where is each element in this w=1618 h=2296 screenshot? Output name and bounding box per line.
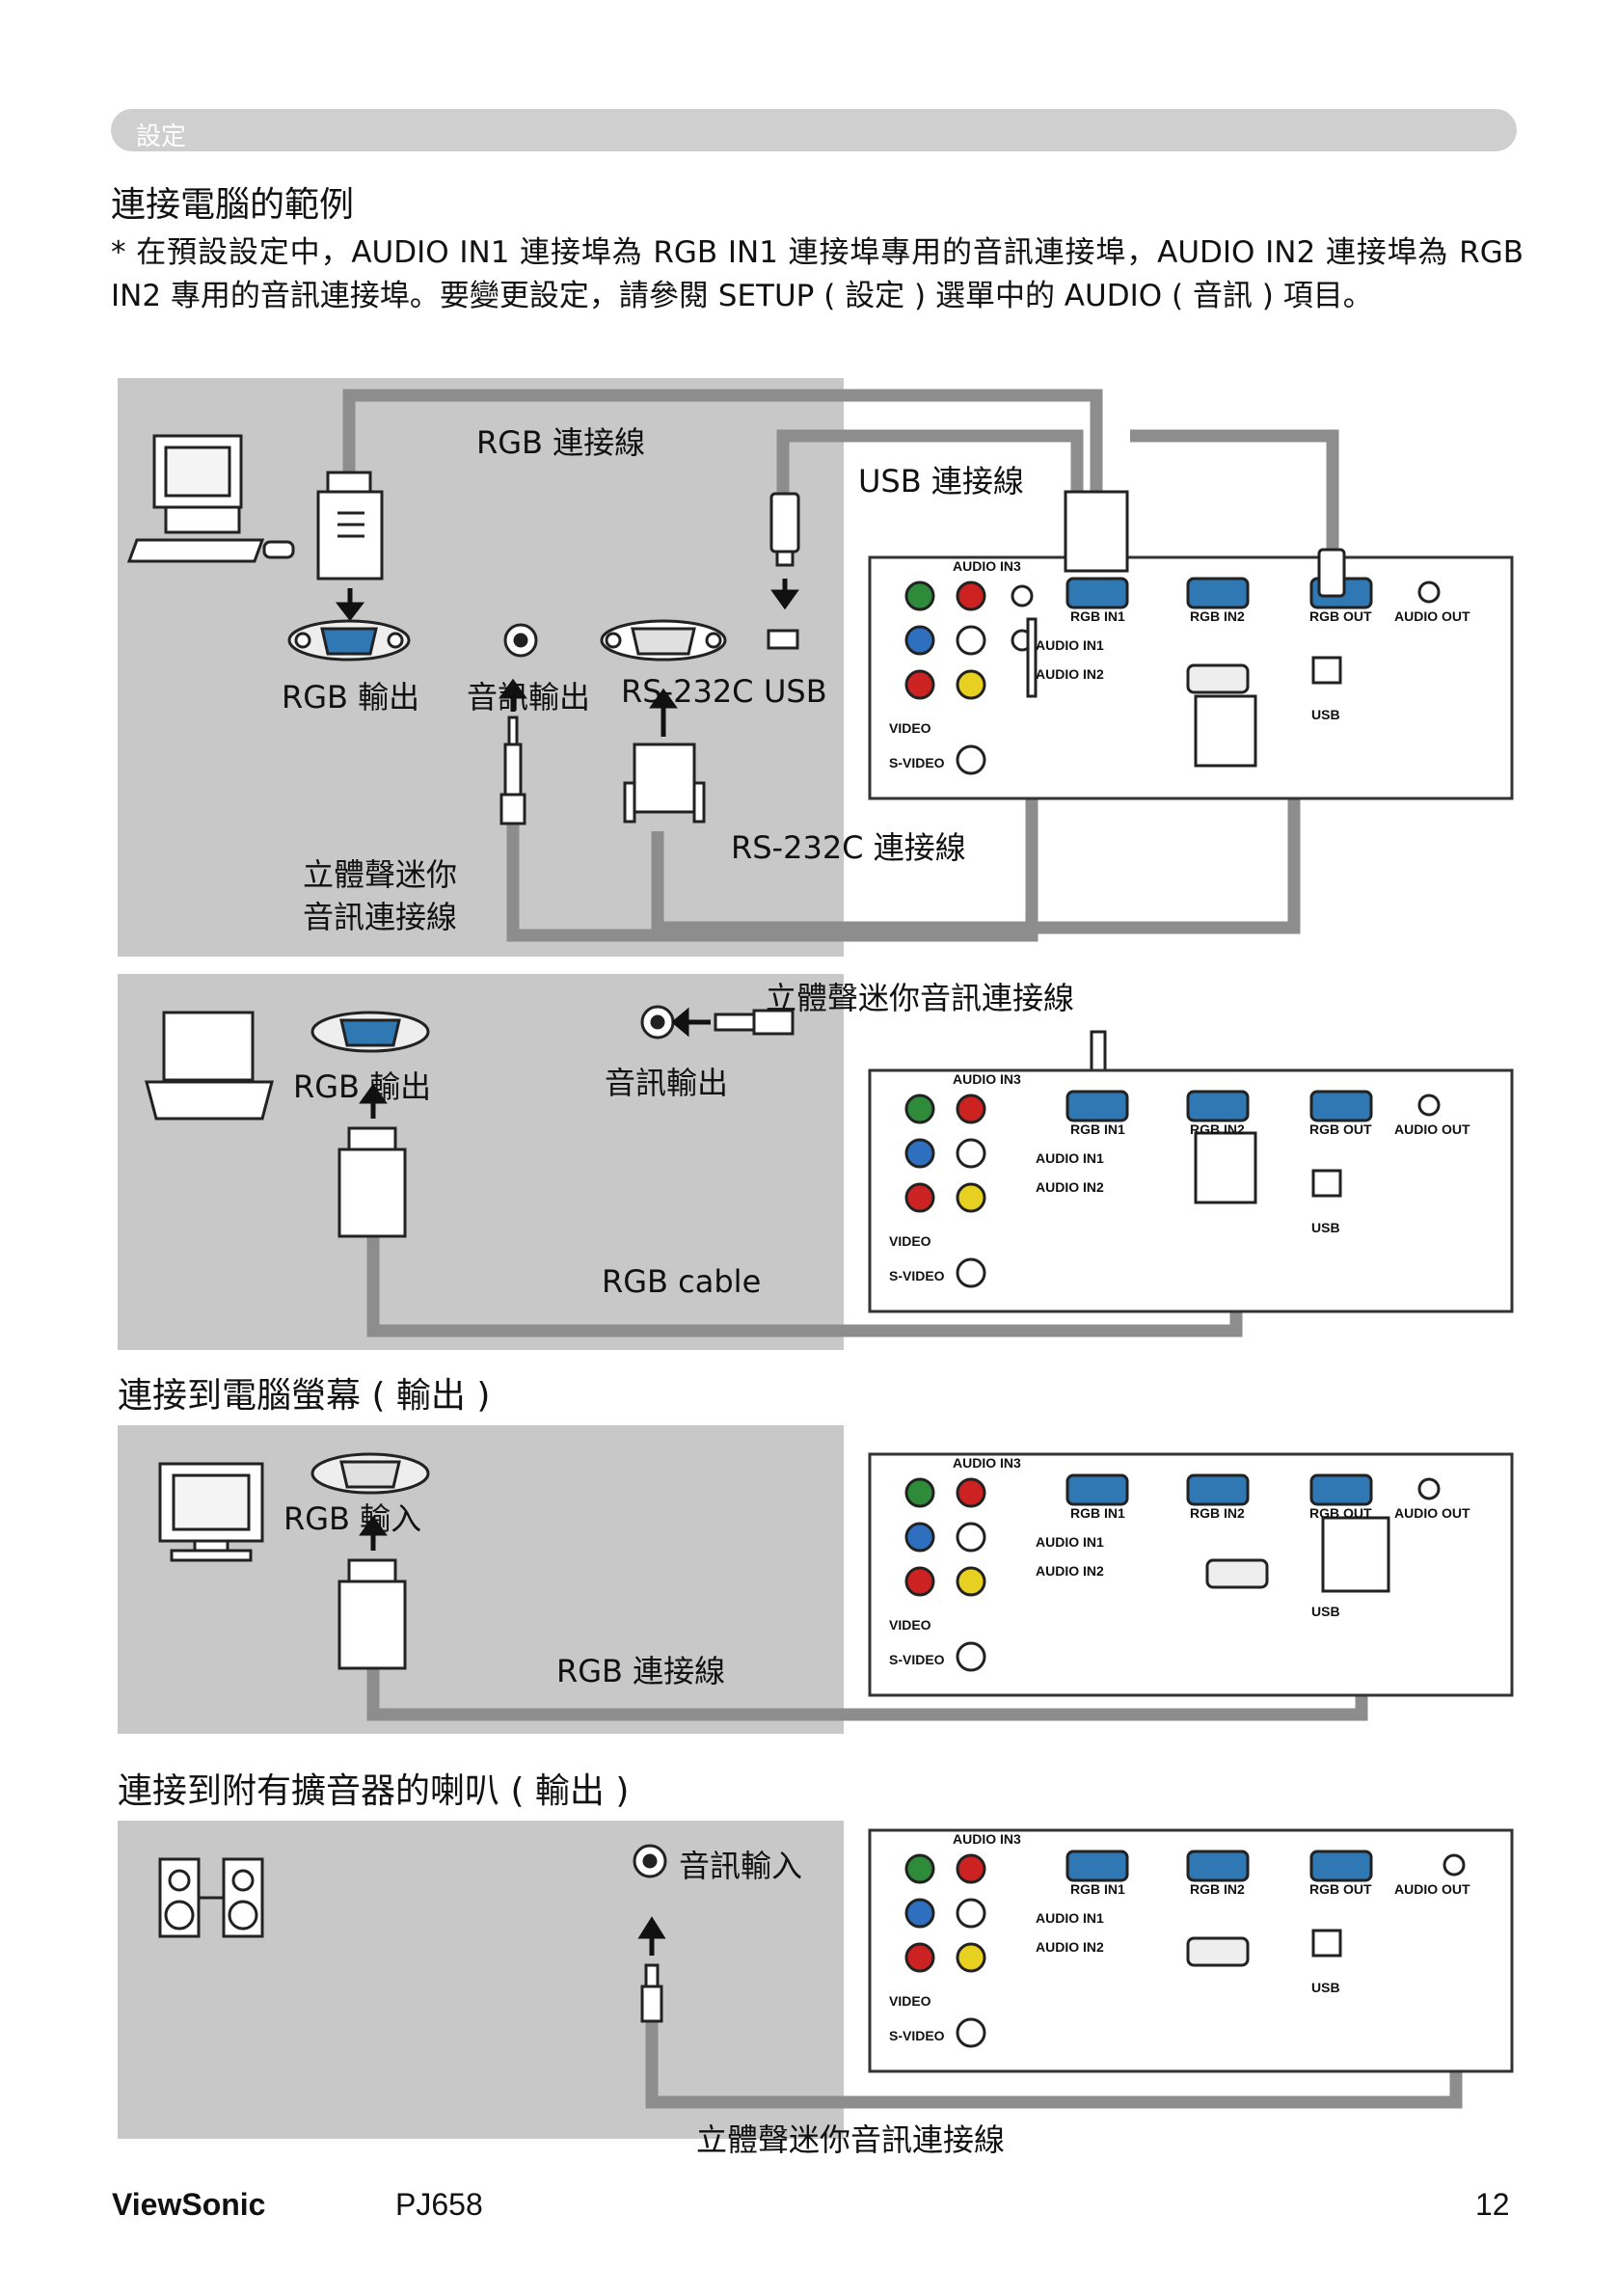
monitor-icon [158, 1462, 264, 1562]
rgb-cable-label: RGB 連接線 [476, 424, 646, 461]
projector-back-panel [868, 1452, 1514, 1697]
projector-back-panel [868, 1068, 1514, 1313]
footer-page-number: 12 [1475, 2187, 1510, 2222]
jack-label-rgb-in2: RGB IN2 [1190, 1505, 1245, 1521]
jack-label-rgb-in1: RGB IN1 [1070, 1121, 1125, 1137]
jack-label-audio-in3: AUDIO IN3 [953, 1071, 1021, 1087]
rgb-cable-label: RGB 連接線 [556, 1653, 726, 1689]
rs232c-plug-icon [623, 743, 706, 824]
projector-back-panel [868, 555, 1514, 800]
vga-plug-icon [316, 471, 384, 581]
jack-label-audio-in1: AUDIO IN1 [1036, 1150, 1104, 1166]
heading-speaker: 連接到附有擴音器的喇叭 ( 輸出 ) [118, 1771, 630, 1811]
jack-label-rgb-out: RGB OUT [1309, 1121, 1372, 1137]
stereo-cable-label: 立體聲迷你音訊連接線 [766, 980, 1075, 1016]
jack-label-audio-in3: AUDIO IN3 [953, 1831, 1021, 1847]
note-paragraph: * 在預設設定中，AUDIO IN1 連接埠為 RGB IN1 連接埠專用的音訊… [111, 235, 1524, 313]
usb-cable-label: USB 連接線 [858, 463, 1024, 500]
jack-label-audio-in2: AUDIO IN2 [1036, 1939, 1104, 1955]
desktop-computer-icon [126, 434, 295, 563]
jack-label-rgb-out: RGB OUT [1309, 1505, 1372, 1521]
rgb-port-icon [310, 1011, 430, 1053]
jack-label-video: VIDEO [889, 720, 931, 736]
jack-label-video: VIDEO [889, 1233, 931, 1249]
jack-label-audio-in1: AUDIO IN1 [1036, 1534, 1104, 1550]
jack-label-usb: USB [1311, 707, 1340, 722]
jack-label-rgb-in1: RGB IN1 [1070, 1505, 1125, 1521]
jack-label-rgb-in2: RGB IN2 [1190, 1881, 1245, 1897]
jack-label-video: VIDEO [889, 1617, 931, 1633]
stereo-cable-label-line1: 立體聲迷你 [303, 856, 458, 893]
jack-label-rgb-out: RGB OUT [1309, 608, 1372, 624]
rgb-out-label: RGB 輸出 [293, 1068, 432, 1105]
rs232c-label: RS-232C [621, 673, 754, 710]
jack-label-audio-in2: AUDIO IN2 [1036, 1179, 1104, 1195]
rs232c-cable-label: RS-232C 連接線 [731, 829, 966, 866]
speakers-icon [158, 1857, 264, 1938]
vga-plug-icon [337, 1558, 407, 1670]
page-title: 連接電腦的範例 [111, 185, 355, 225]
rgb-cable-label: RGB cable [602, 1263, 762, 1300]
jack-label-audio-in1: AUDIO IN1 [1036, 637, 1104, 653]
jack-label-rgb-in2: RGB IN2 [1190, 608, 1245, 624]
stereo-plug-icon [499, 716, 526, 825]
stereo-cable-label-line2: 音訊連接線 [303, 899, 458, 935]
jack-label-audio-out: AUDIO OUT [1394, 1881, 1470, 1897]
jack-label-audio-in3: AUDIO IN3 [953, 1455, 1021, 1471]
jack-label-rgb-in1: RGB IN1 [1070, 608, 1125, 624]
audio-jack-icon [633, 1844, 667, 1878]
jack-label-audio-in2: AUDIO IN2 [1036, 1563, 1104, 1579]
jack-label-audio-in2: AUDIO IN2 [1036, 666, 1104, 682]
jack-label-usb: USB [1311, 1604, 1340, 1619]
jack-label-svideo: S-VIDEO [889, 755, 945, 770]
rgb-out-label: RGB 輸出 [282, 679, 420, 716]
jack-label-svideo: S-VIDEO [889, 2028, 945, 2043]
footer-model: PJ658 [395, 2187, 483, 2222]
jack-label-usb: USB [1311, 1980, 1340, 1995]
rgb-port-icon [310, 1452, 430, 1495]
jack-label-rgb-in1: RGB IN1 [1070, 1881, 1125, 1897]
stereo-cable-label: 立體聲迷你音訊連接線 [696, 2121, 1006, 2158]
audio-jack-icon [640, 1005, 675, 1040]
audio-jack-icon [503, 623, 538, 658]
jack-label-usb: USB [1311, 1220, 1340, 1235]
jack-label-audio-out: AUDIO OUT [1394, 608, 1470, 624]
rgb-port-icon [287, 619, 411, 662]
audio-out-label: 音訊輸出 [467, 679, 591, 716]
footer-brand: ViewSonic [112, 2187, 266, 2222]
vga-plug-icon [337, 1126, 407, 1238]
jack-label-video: VIDEO [889, 1993, 931, 2009]
audio-in-label: 音訊輸入 [679, 1848, 803, 1884]
heading-monitor: 連接到電腦螢幕 ( 輸出 ) [118, 1376, 491, 1416]
usb-port-icon [767, 492, 800, 650]
rs232c-port-icon [600, 619, 727, 662]
jack-label-audio-out: AUDIO OUT [1394, 1505, 1470, 1521]
rgb-in-label: RGB 輸入 [283, 1500, 422, 1537]
usb-label: USB [764, 673, 827, 710]
section-tab: 設定 [111, 109, 1517, 151]
audio-out-label: 音訊輸出 [605, 1065, 729, 1101]
projector-back-panel [868, 1828, 1514, 2073]
jack-label-svideo: S-VIDEO [889, 1652, 945, 1667]
jack-label-svideo: S-VIDEO [889, 1268, 945, 1283]
jack-label-audio-out: AUDIO OUT [1394, 1121, 1470, 1137]
section-tab-label: 設定 [136, 122, 187, 151]
jack-label-rgb-out: RGB OUT [1309, 1881, 1372, 1897]
jack-label-audio-in3: AUDIO IN3 [953, 558, 1021, 574]
jack-label-rgb-in2: RGB IN2 [1190, 1121, 1245, 1137]
laptop-icon [145, 1011, 274, 1121]
jack-label-audio-in1: AUDIO IN1 [1036, 1910, 1104, 1926]
